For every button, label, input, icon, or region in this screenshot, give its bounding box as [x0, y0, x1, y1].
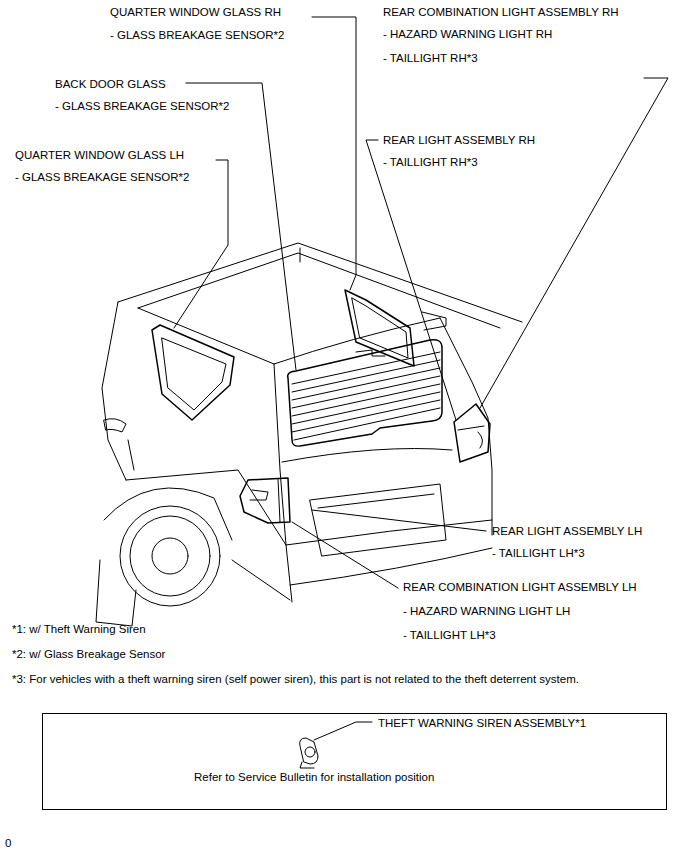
part-label: REAR COMBINATION LIGHT ASSEMBLY RH	[383, 5, 619, 19]
part-label: - GLASS BREAKAGE SENSOR*2	[15, 170, 189, 184]
part-label: BACK DOOR GLASS	[55, 77, 166, 91]
part-label: *1: w/ Theft Warning Siren	[12, 622, 146, 636]
part-label: REAR COMBINATION LIGHT ASSEMBLY LH	[403, 580, 637, 594]
part-label: REAR LIGHT ASSEMBLY RH	[383, 133, 535, 147]
part-label: - TAILLIGHT RH*3	[383, 155, 478, 169]
part-label: 0	[5, 836, 11, 850]
part-label: - TAILLIGHT LH*3	[492, 546, 585, 560]
part-label: - GLASS BREAKAGE SENSOR*2	[110, 28, 284, 42]
part-label: - HAZARD WARNING LIGHT RH	[383, 27, 552, 41]
part-label: QUARTER WINDOW GLASS RH	[110, 5, 281, 19]
part-label: REAR LIGHT ASSEMBLY LH	[492, 524, 642, 538]
note-text: Refer to Service Bulletin for installati…	[194, 770, 434, 784]
part-label: THEFT WARNING SIREN ASSEMBLY*1	[378, 716, 586, 730]
part-label: - HAZARD WARNING LIGHT LH	[403, 604, 570, 618]
part-label: *3: For vehicles with a theft warning si…	[12, 672, 579, 686]
part-label: QUARTER WINDOW GLASS LH	[15, 148, 184, 162]
part-label: - TAILLIGHT RH*3	[383, 51, 478, 65]
part-label: *2: w/ Glass Breakage Sensor	[12, 647, 165, 661]
part-label: - TAILLIGHT LH*3	[403, 628, 496, 642]
info-box: THEFT WARNING SIREN ASSEMBLY*1Refer to S…	[42, 713, 667, 810]
part-label: - GLASS BREAKAGE SENSOR*2	[55, 99, 229, 113]
